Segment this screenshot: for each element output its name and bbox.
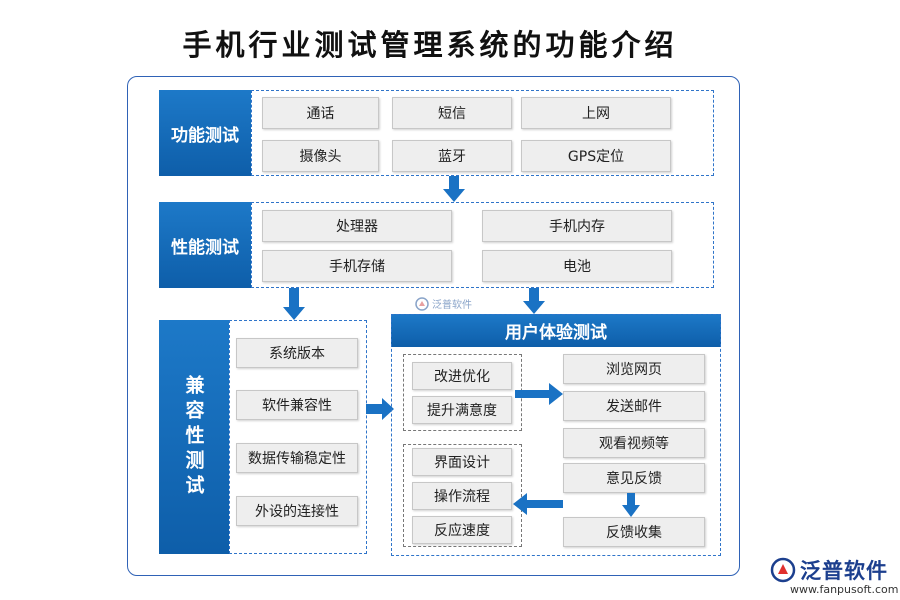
diagram-frame xyxy=(127,76,740,576)
item-data-transfer: 数据传输稳定性 xyxy=(236,443,358,473)
item-software-compat: 软件兼容性 xyxy=(236,390,358,420)
item-satisfaction: 提升满意度 xyxy=(412,396,512,424)
user-experience-group xyxy=(391,314,721,556)
performance-test-group xyxy=(251,202,714,288)
item-battery: 电池 xyxy=(482,250,672,282)
item-bluetooth: 蓝牙 xyxy=(392,140,512,172)
item-memory: 手机内存 xyxy=(482,210,672,242)
performance-test-header: 性能测试 xyxy=(159,202,251,288)
item-storage: 手机存储 xyxy=(262,250,452,282)
item-improve: 改进优化 xyxy=(412,362,512,390)
watermark: 泛普软件 xyxy=(415,296,472,311)
watermark-text: 泛普软件 xyxy=(432,300,472,311)
item-feedback: 意见反馈 xyxy=(563,463,705,493)
watermark-logo-icon xyxy=(415,296,429,311)
item-camera: 摄像头 xyxy=(262,140,379,172)
compatibility-test-header: 兼容性测试 xyxy=(159,320,229,554)
item-video: 观看视频等 xyxy=(563,428,705,458)
compatibility-test-group xyxy=(229,320,367,554)
item-gps: GPS定位 xyxy=(521,140,671,172)
arrow-right-icon xyxy=(515,383,563,405)
arrow-left-icon xyxy=(513,493,563,515)
page-title: 手机行业测试管理系统的功能介绍 xyxy=(182,28,678,62)
item-internet: 上网 xyxy=(521,97,671,129)
arrow-down-icon xyxy=(523,288,545,314)
arrow-down-icon xyxy=(283,288,305,320)
brand-logo-icon xyxy=(770,557,796,583)
item-feedback-collect: 反馈收集 xyxy=(563,517,705,547)
functional-test-group xyxy=(251,90,714,176)
arrow-right-icon xyxy=(366,398,394,420)
functional-test-header: 功能测试 xyxy=(159,90,251,176)
brand-logo: 泛普软件 xyxy=(770,555,888,585)
item-ui-design: 界面设计 xyxy=(412,448,512,476)
item-processor: 处理器 xyxy=(262,210,452,242)
item-email: 发送邮件 xyxy=(563,391,705,421)
item-response-speed: 反应速度 xyxy=(412,516,512,544)
brand-url: www.fanpusoft.com xyxy=(790,583,899,596)
item-peripheral: 外设的连接性 xyxy=(236,496,358,526)
item-system-version: 系统版本 xyxy=(236,338,358,368)
user-experience-header: 用户体验测试 xyxy=(391,314,721,347)
brand-name: 泛普软件 xyxy=(800,559,888,583)
arrow-down-icon xyxy=(443,176,465,202)
item-call: 通话 xyxy=(262,97,379,129)
arrow-down-icon xyxy=(622,493,640,517)
item-workflow: 操作流程 xyxy=(412,482,512,510)
item-browse: 浏览网页 xyxy=(563,354,705,384)
item-sms: 短信 xyxy=(392,97,512,129)
ui-group xyxy=(403,444,522,547)
